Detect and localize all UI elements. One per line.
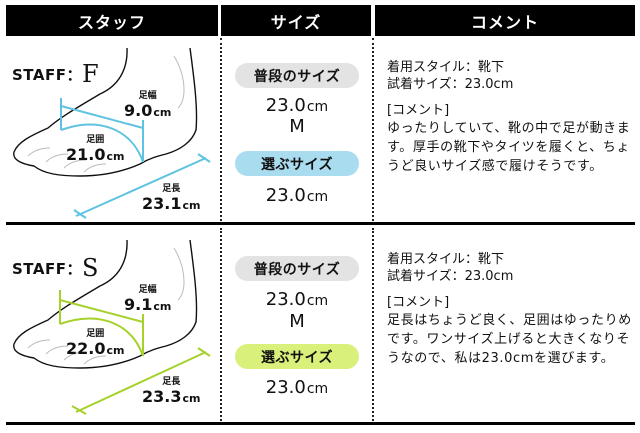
staff-row-s: STAFF：S 足幅 9.1cm 足囲 22.0cm 足長 23.3cm 普段の… [0, 228, 640, 422]
chosen-size-badge: 選ぶサイズ [235, 344, 359, 369]
header-staff: スタッフ [6, 5, 218, 36]
usual-size-letter: M [289, 311, 305, 332]
chosen-size-value: 23.0cm [265, 377, 329, 398]
wear-style: 着用スタイル：靴下 [387, 252, 505, 267]
foot-illustration-icon [13, 47, 211, 219]
tried-size: 試着サイズ：23.0cm [387, 269, 514, 284]
header-comment: コメント [375, 5, 635, 36]
foot-length: 足長 23.3cm [142, 377, 201, 406]
column-divider [372, 228, 374, 421]
usual-size-letter: M [289, 116, 305, 137]
staff-name: STAFF：S [12, 254, 99, 282]
header-size: サイズ [221, 5, 371, 36]
comment-heading: [コメント] [387, 103, 450, 118]
column-divider [220, 38, 222, 221]
size-column: 普段のサイズ 23.0cm M 選ぶサイズ 23.0cm [222, 228, 372, 422]
staff-name: STAFF：F [12, 60, 100, 88]
foot-diagram: STAFF：F 足幅 9.0cm 足囲 21.0cm 足長 23.1cm [0, 38, 218, 223]
staff-row-f: STAFF：F 足幅 9.0cm 足囲 21.0cm 足長 23.1cm 普段の… [0, 38, 640, 222]
foot-length: 足長 23.1cm [142, 184, 201, 213]
wear-style: 着用スタイル：靴下 [387, 60, 505, 75]
foot-girth: 足囲 22.0cm [66, 329, 125, 358]
foot-girth: 足囲 21.0cm [66, 135, 125, 164]
foot-width: 足幅 9.0cm [124, 91, 172, 120]
chosen-size-badge: 選ぶサイズ [235, 151, 359, 176]
comment-block: 着用スタイル：靴下 試着サイズ：23.0cm [コメント] 足長はちょうど良く、… [387, 251, 632, 368]
row-divider [6, 222, 635, 225]
comment-text: ゆったりしていて、靴の中で足が動きます。厚手の靴下やタイツを履くと、ちょうど良い… [387, 121, 631, 174]
comment-block: 着用スタイル：靴下 試着サイズ：23.0cm [コメント] ゆったりしていて、靴… [387, 59, 632, 176]
size-column: 普段のサイズ 23.0cm M 選ぶサイズ 23.0cm [222, 38, 372, 223]
foot-width: 足幅 9.1cm [124, 285, 172, 314]
comment-heading: [コメント] [387, 295, 450, 310]
tried-size: 試着サイズ：23.0cm [387, 77, 514, 92]
usual-size-value: 23.0cm [265, 289, 329, 310]
row-divider [6, 422, 635, 425]
usual-size-value: 23.0cm [265, 95, 329, 116]
comment-text: 足長はちょうど良く、足囲はゆったりめです。ワンサイズ上げると大きくなりそうなので… [387, 313, 632, 366]
column-divider [220, 228, 222, 421]
foot-diagram: STAFF：S 足幅 9.1cm 足囲 22.0cm 足長 23.3cm [0, 228, 218, 415]
usual-size-badge: 普段のサイズ [235, 256, 359, 281]
foot-illustration-icon [13, 239, 211, 415]
chosen-size-value: 23.0cm [265, 185, 329, 206]
usual-size-badge: 普段のサイズ [235, 63, 359, 88]
column-divider [372, 38, 374, 221]
